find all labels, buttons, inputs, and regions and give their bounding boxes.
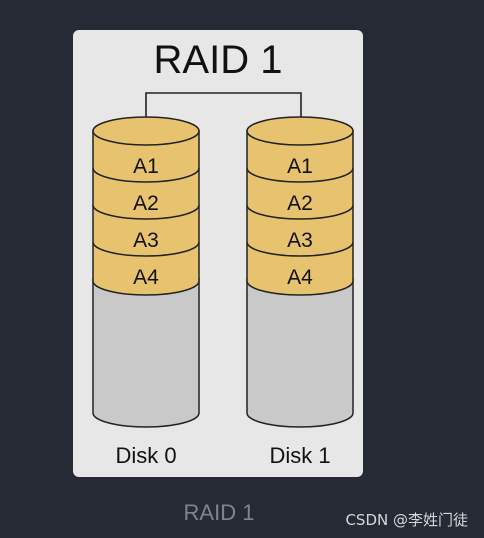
disk-0-block-label: A1	[133, 155, 159, 178]
disk-0-block-label: A2	[133, 192, 159, 215]
disk-1-divider	[246, 204, 354, 220]
disk-0-divider	[92, 241, 200, 257]
disk-0-divider	[92, 167, 200, 183]
disk-1: A1 A2 A3 A4 Disk 1	[246, 116, 354, 468]
disk-1-block-label: A2	[287, 192, 313, 215]
disk-1-top	[246, 116, 354, 146]
watermark: CSDN @李姓门徒	[345, 511, 468, 529]
mirror-connector-line	[145, 92, 302, 126]
disk-0: A1 A2 A3 A4 Disk 0	[92, 116, 200, 468]
disk-0-block-label: A4	[133, 266, 159, 289]
disk-0-top	[92, 116, 200, 146]
disk-0-block-label: A3	[133, 229, 159, 252]
disk-1-block-label: A4	[287, 266, 313, 289]
disk-1-divider	[246, 241, 354, 257]
disk-1-divider	[246, 167, 354, 183]
disk-1-label: Disk 1	[269, 443, 330, 468]
raid1-diagram: RAID 1 A1 A2 A3 A4 Disk 0 A1 A2	[92, 38, 354, 468]
disk-1-body	[246, 278, 354, 428]
figure-caption: RAID 1	[183, 500, 255, 525]
disk-0-label: Disk 0	[115, 443, 176, 468]
disk-1-block-label: A3	[287, 229, 313, 252]
diagram-title: RAID 1	[154, 38, 283, 82]
disk-1-block-label: A1	[287, 155, 313, 178]
disk-0-divider	[92, 204, 200, 220]
disk-0-body	[92, 278, 200, 428]
raid1-diagram-card: RAID 1 A1 A2 A3 A4 Disk 0 A1 A2	[73, 30, 363, 477]
